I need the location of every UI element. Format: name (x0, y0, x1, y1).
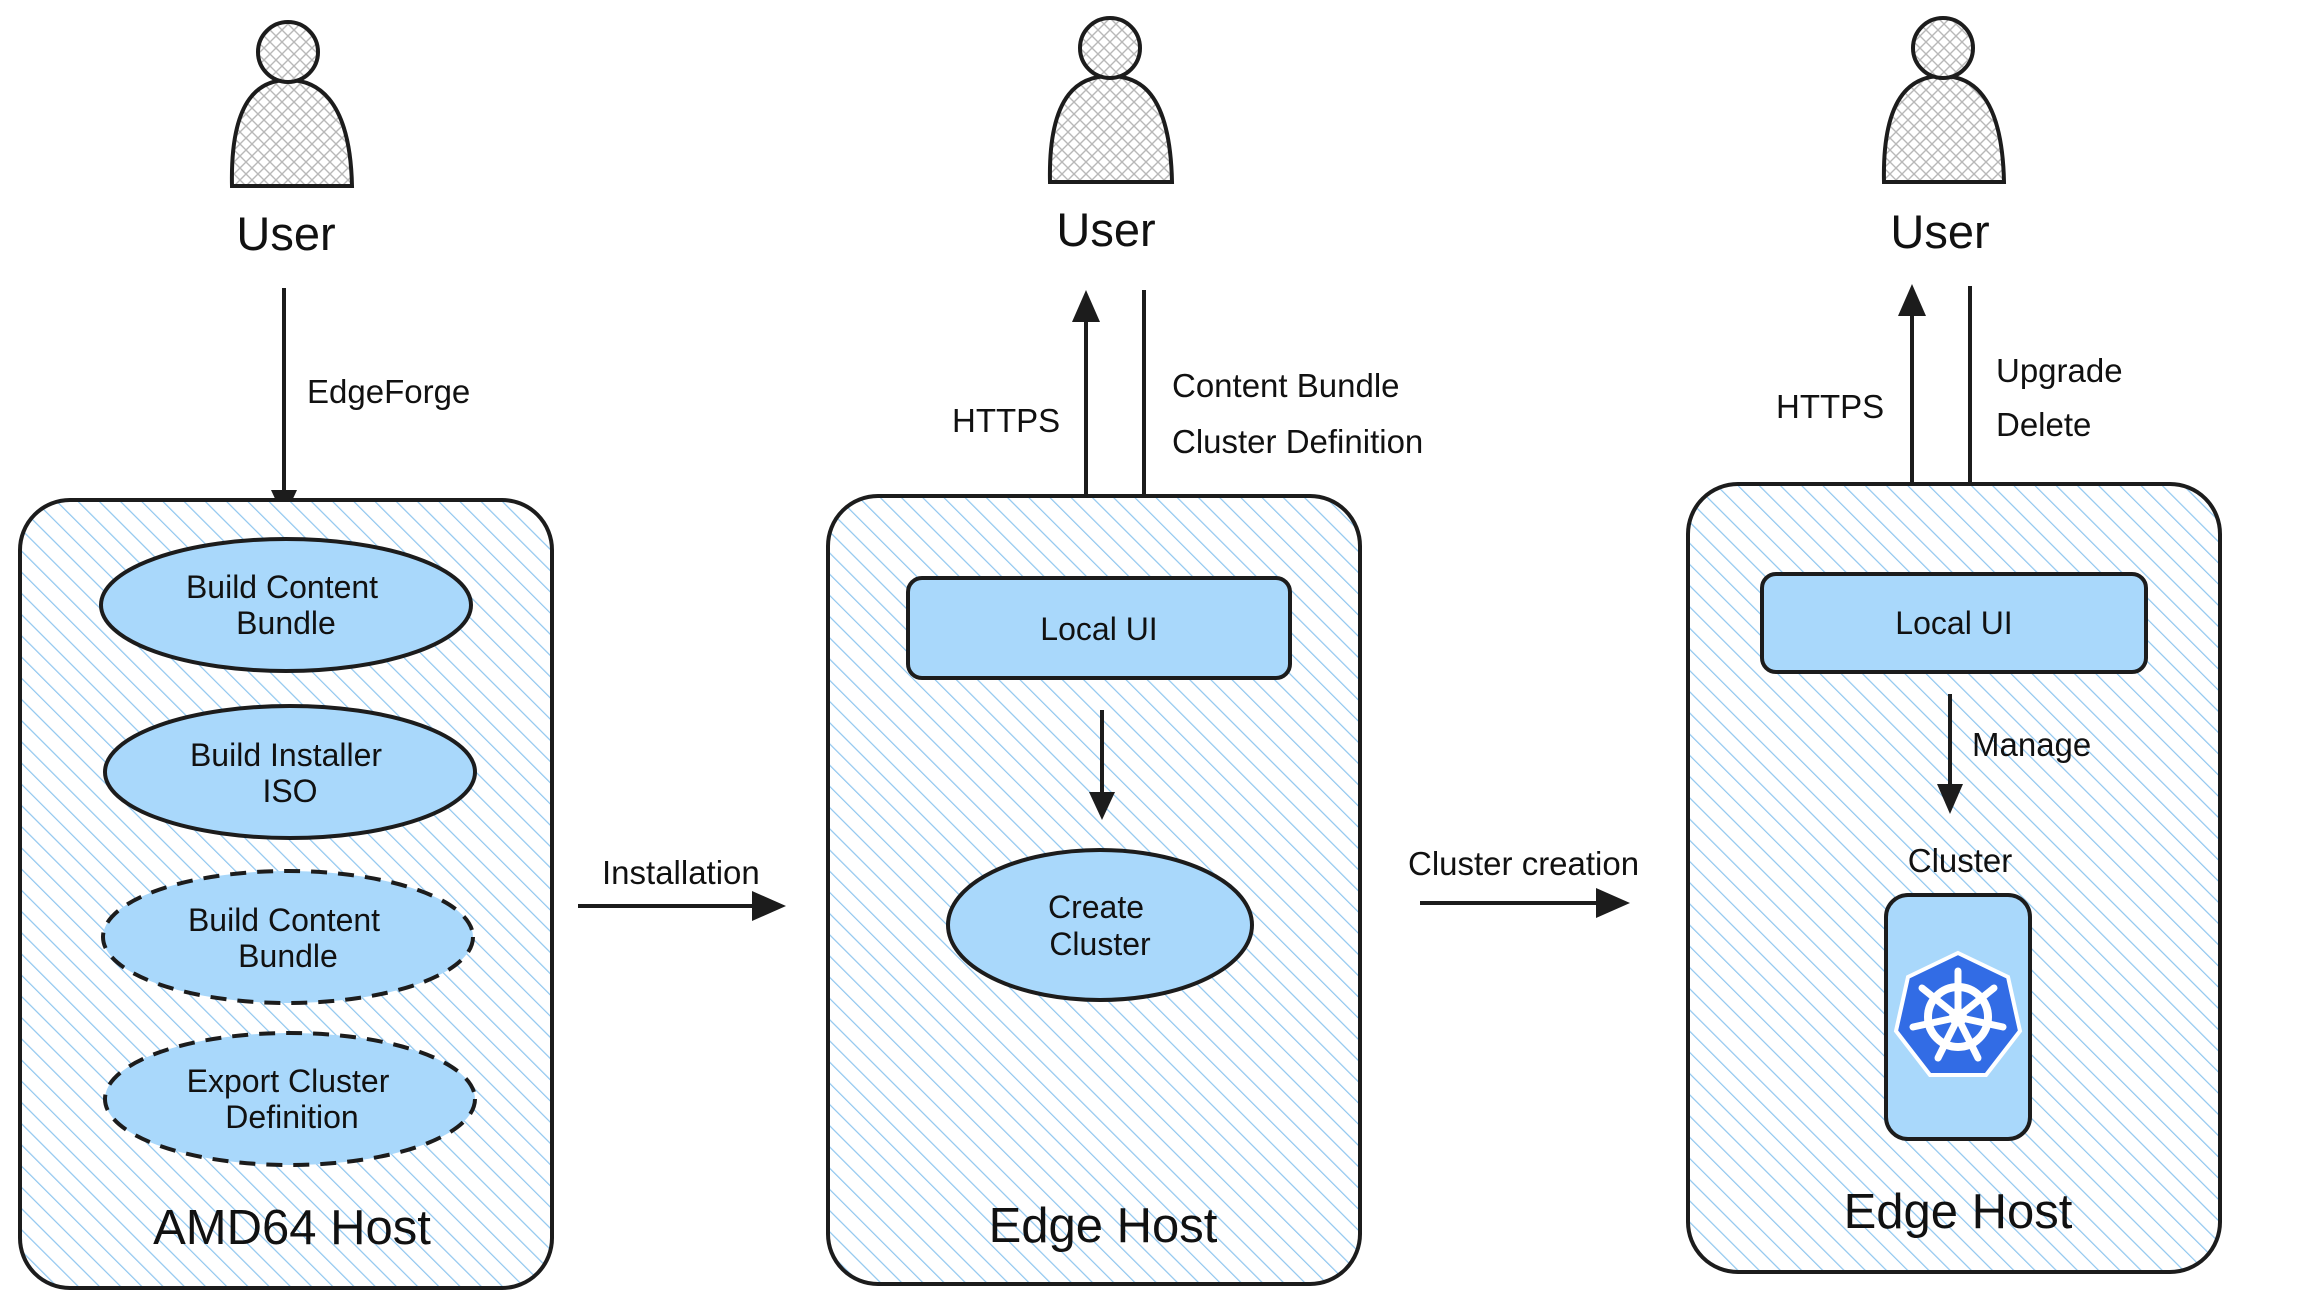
local-ui-box-1: Local UI (906, 576, 1292, 680)
create-line: Cluster (1049, 926, 1151, 962)
person-icon (1047, 73, 1175, 184)
node-build-content-bundle-dashed: Build Content Bundle (101, 869, 475, 1005)
cluster-definition-label: Cluster Definition (1172, 423, 1423, 460)
kubernetes-icon (1893, 950, 2023, 1077)
user-figure-2 (1047, 16, 1175, 184)
upgrade-label: Upgrade (1996, 352, 2123, 389)
node-line: Export Cluster (187, 1063, 390, 1099)
create-line: Create (1048, 889, 1144, 925)
https-label-2: HTTPS (952, 402, 1060, 439)
node-export-cluster-definition: Export Cluster Definition (103, 1031, 477, 1167)
node-line: Build Content (188, 902, 380, 938)
user-figure-1 (229, 20, 355, 188)
cluster-creation-label: Cluster creation (1408, 845, 1639, 882)
node-line: Bundle (238, 938, 338, 974)
person-icon (1881, 73, 2007, 184)
local-ui-box-2: Local UI (1760, 572, 2148, 674)
node-line: Definition (225, 1099, 358, 1135)
create-cluster-node: Create Cluster (946, 848, 1254, 1002)
local-ui-label-2: Local UI (1895, 605, 2012, 641)
manage-arrow (1937, 694, 1963, 814)
edgeforge-arrow (271, 288, 297, 518)
installation-arrow (578, 891, 786, 921)
https-label-3: HTTPS (1776, 388, 1884, 425)
manage-label: Manage (1972, 726, 2091, 763)
node-line: Build Installer (190, 737, 382, 773)
installation-label: Installation (602, 854, 760, 891)
host-label-edge-1: Edge Host (989, 1199, 1218, 1253)
cluster-label: Cluster (1908, 842, 2013, 879)
node-line: Bundle (236, 605, 336, 641)
user-label-3: User (1890, 205, 1989, 258)
node-build-installer-iso: Build Installer ISO (103, 704, 477, 840)
host-label-amd64: AMD64 Host (153, 1201, 431, 1255)
user-label-1: User (236, 207, 335, 260)
node-line: ISO (262, 773, 317, 809)
content-bundle-label: Content Bundle (1172, 367, 1400, 404)
edge-host-box-2 (1686, 482, 2222, 1274)
local-ui-label-1: Local UI (1040, 611, 1157, 647)
cluster-creation-arrow (1420, 888, 1630, 918)
node-line: Build Content (186, 569, 378, 605)
node-build-content-bundle: Build Content Bundle (99, 537, 473, 673)
edgeforge-label: EdgeForge (307, 373, 470, 410)
user-label-2: User (1056, 203, 1155, 256)
host-label-edge-2: Edge Host (1844, 1185, 2073, 1239)
create-down-arrow (1089, 710, 1115, 820)
user-figure-3 (1881, 16, 2007, 184)
delete-label: Delete (1996, 406, 2091, 443)
person-icon (229, 77, 355, 188)
